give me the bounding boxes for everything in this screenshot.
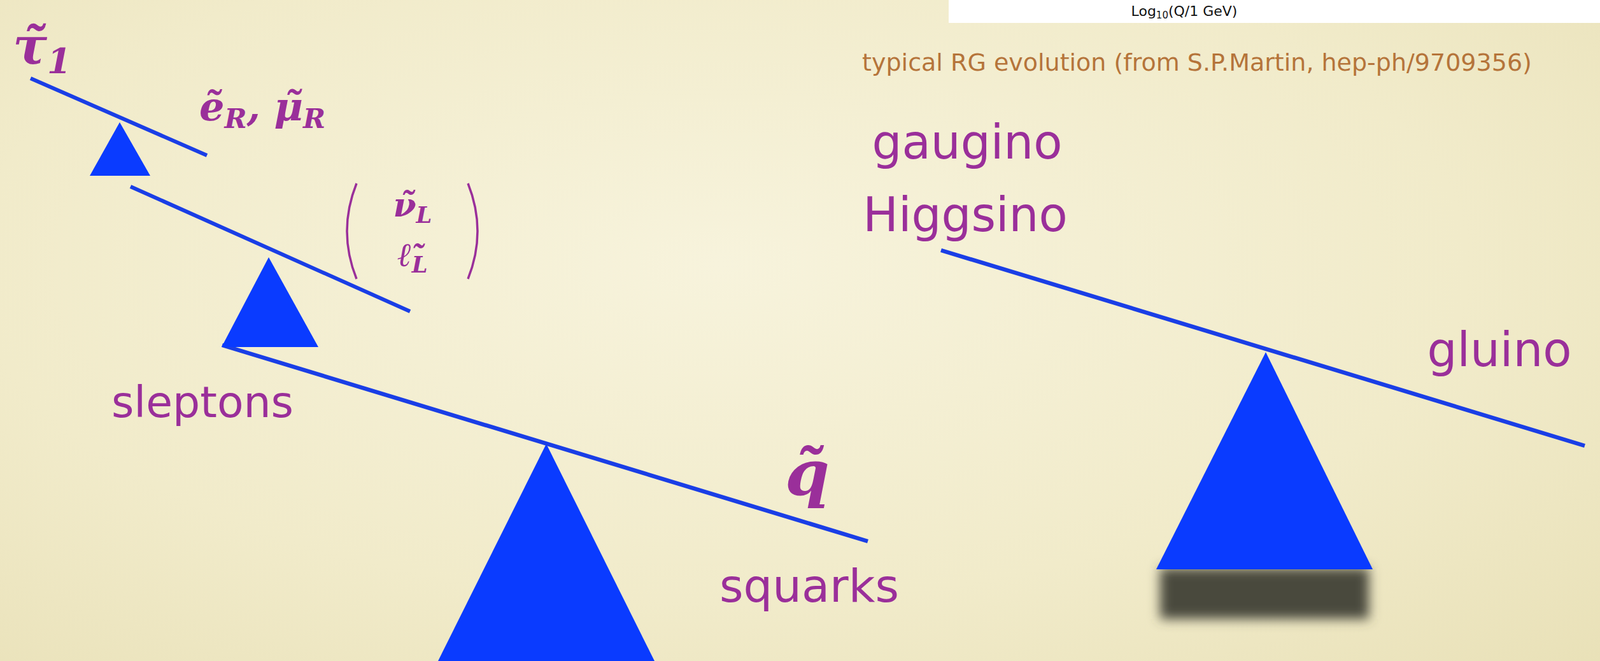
plot-strip [948,0,1600,23]
particle-label: gluino [1426,322,1572,377]
particle-label: gaugino [872,115,1063,170]
particle-symbol: ℓ̃L [397,235,428,274]
fulcrum [435,443,658,661]
subscript: 1 [47,40,72,82]
seesaw-beam [130,186,411,312]
particle-label: Higgsino [862,187,1068,242]
particle-symbol: τ̃1 [12,16,72,76]
fulcrum [1156,352,1373,570]
subscript: R [303,102,326,135]
subscript: R [224,102,247,135]
bracket [346,183,357,279]
fulcrum [89,122,151,176]
fulcrum [221,257,319,347]
bracket [467,183,478,279]
subscript: L [416,201,433,228]
seesaw-beam [222,345,868,542]
particle-symbol: q̃ [785,436,830,510]
particle-symbol: ν̃L [393,185,433,225]
seesaw-beam [30,78,207,156]
particle-label: squarks [719,559,900,613]
seesaw-beam [941,250,1585,446]
subscript: 10 [1156,10,1169,22]
particle-label: sleptons [111,377,294,428]
fulcrum-shadow [1160,567,1369,619]
source-note: typical RG evolution (from S.P.Martin, h… [862,49,1532,78]
axis-label: Log10(Q/1 GeV) [1131,3,1238,20]
subscript: L [411,251,428,278]
particle-symbol: ẽR, μ̃R [199,84,326,130]
